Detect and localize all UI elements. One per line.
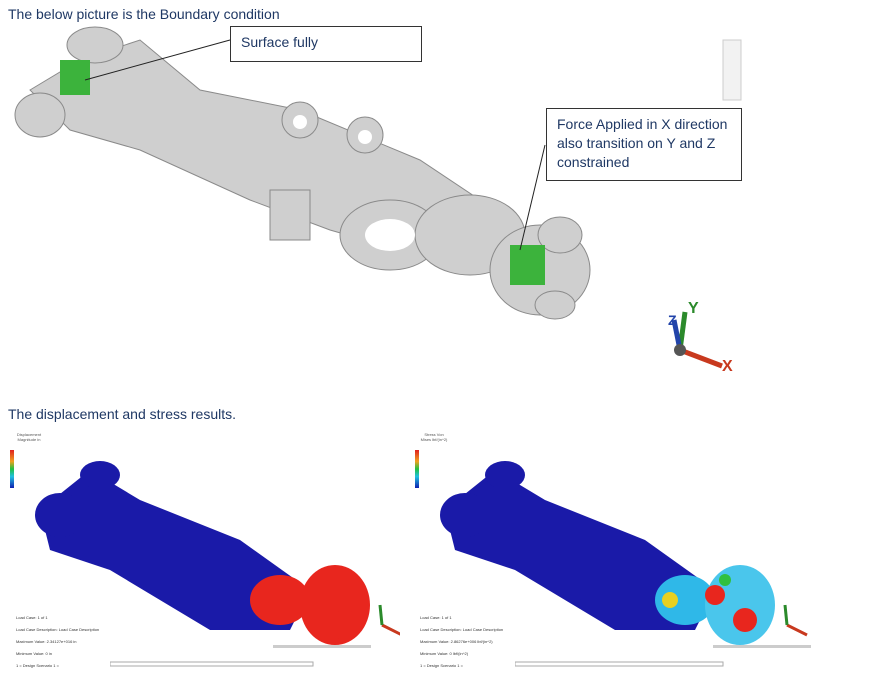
axis-z-label: Z	[668, 312, 677, 328]
force-callout: Force Applied in X direction also transi…	[546, 108, 742, 181]
axis-y-label: Y	[688, 300, 699, 317]
displacement-scale-bar	[110, 661, 314, 667]
results-caption: The displacement and stress results.	[8, 406, 236, 422]
axis-triad-icon	[671, 311, 723, 369]
stress-info: Load Case: 1 of 1 Load Case Description:…	[420, 612, 503, 672]
axis-x-label: X	[722, 358, 733, 375]
min-value: Minimum Value: 0 lbf/(in^2)	[420, 651, 469, 656]
constraint-surface-right	[510, 245, 545, 285]
stress-result-plot	[415, 450, 811, 648]
stress-scale-bar	[515, 661, 724, 667]
max-value: Maximum Value: 2.34127e+016 in	[16, 639, 77, 644]
displacement-legend-title: Displacement Magnitude in	[16, 432, 42, 442]
load-case-description: Load Case Description: Load Case Descrip…	[420, 627, 504, 632]
surface-callout: Surface fully	[230, 26, 422, 62]
load-case-text: Load Case: 1 of 1	[420, 615, 452, 620]
boundary-mesh-figure	[14, 26, 742, 320]
constraint-surface-left	[60, 60, 90, 95]
displacement-result-plot	[10, 450, 400, 648]
stress-legend-title: Stress Von Mises lbf/(in^2)	[420, 432, 448, 442]
load-case-text: Load Case: 1 of 1	[16, 615, 48, 620]
min-value: Minimum Value: 0 in	[16, 651, 52, 656]
displacement-info: Load Case: 1 of 1 Load Case Description:…	[16, 612, 99, 672]
load-case-description: Load Case Description: Load Case Descrip…	[16, 627, 100, 632]
scenario-text: 1 = Design Scenario 1 =	[16, 663, 59, 668]
boundary-caption: The below picture is the Boundary condit…	[8, 6, 280, 22]
max-value: Maximum Value: 2.86276e+006 lbf/(in^2)	[420, 639, 493, 644]
scenario-text: 1 = Design Scenario 1 =	[420, 663, 463, 668]
